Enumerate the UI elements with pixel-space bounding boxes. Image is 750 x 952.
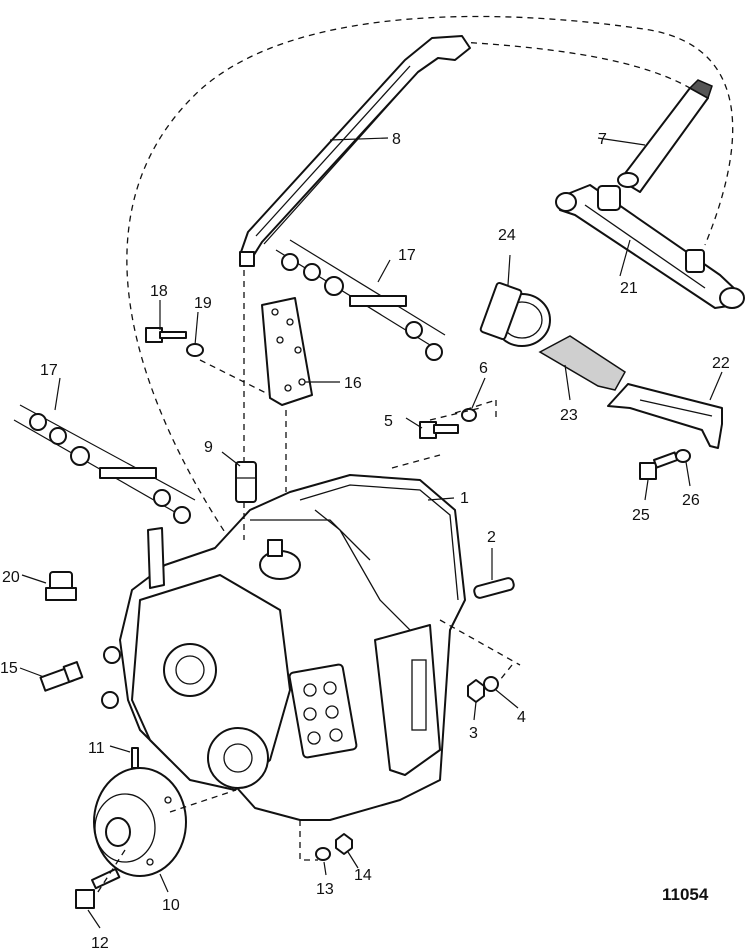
callout-16: 16 xyxy=(344,375,362,392)
nut-part-3 xyxy=(467,679,485,703)
washer-part-4 xyxy=(483,676,499,692)
nut-part-14 xyxy=(335,833,353,855)
assembly-dashed-lines xyxy=(95,270,521,896)
callout-5: 5 xyxy=(384,413,393,430)
callout-19: 19 xyxy=(194,295,212,312)
callout-23: 23 xyxy=(560,407,578,424)
washer-part-13 xyxy=(315,847,331,861)
plate-part-16 xyxy=(261,297,313,406)
hardware-stack-part-17-upper xyxy=(275,239,446,361)
callout-18: 18 xyxy=(150,283,168,300)
callout-7: 7 xyxy=(598,131,607,148)
callout-17-left: 17 xyxy=(40,362,58,379)
bolt-part-25 xyxy=(639,451,679,480)
callout-17-upper: 17 xyxy=(398,247,416,264)
bolt-part-12 xyxy=(75,868,121,909)
callout-2: 2 xyxy=(487,529,496,546)
callout-6: 6 xyxy=(479,360,488,377)
fitting-part-7 xyxy=(617,79,713,193)
sensor-part-15 xyxy=(39,661,84,692)
screw-part-11 xyxy=(131,747,139,769)
callout-26: 26 xyxy=(682,492,700,509)
hardware-stack-part-17-left xyxy=(13,404,196,524)
pad-part-23 xyxy=(538,335,626,391)
callout-11: 11 xyxy=(88,740,105,757)
callout-13: 13 xyxy=(316,881,334,898)
callout-9: 9 xyxy=(204,439,213,456)
fitting-part-9 xyxy=(235,461,257,503)
callout-15: 15 xyxy=(0,660,18,677)
hose-routing-dashed-path-2 xyxy=(459,41,691,89)
bolt-part-5 xyxy=(419,421,459,439)
bolt-part-18 xyxy=(145,327,187,343)
callout-12: 12 xyxy=(91,935,109,952)
clamp-part-24 xyxy=(479,281,551,347)
callout-21: 21 xyxy=(620,280,638,297)
hose-part-8 xyxy=(239,35,471,267)
washer-part-19 xyxy=(186,343,204,357)
callout-10: 10 xyxy=(162,897,180,914)
callout-14: 14 xyxy=(354,867,372,884)
hose-routing-dashed-path xyxy=(126,15,734,541)
callout-20: 20 xyxy=(2,569,20,586)
callout-24: 24 xyxy=(498,227,516,244)
washer-part-6 xyxy=(461,408,477,422)
bracket-part-22 xyxy=(607,383,723,449)
cooler-part-21 xyxy=(555,184,745,309)
coupler-part-10 xyxy=(93,767,187,877)
callout-4: 4 xyxy=(517,709,526,726)
sensor-part-20 xyxy=(45,571,77,601)
figure-number: 11054 xyxy=(662,885,709,904)
callout-8: 8 xyxy=(392,131,401,148)
callout-22: 22 xyxy=(712,355,730,372)
washer-part-26 xyxy=(675,449,691,463)
callout-25: 25 xyxy=(632,507,650,524)
callout-3: 3 xyxy=(469,725,478,742)
callout-1: 1 xyxy=(460,490,469,507)
transmission-housing-part-1 xyxy=(101,474,466,821)
leader-lines xyxy=(19,137,723,929)
pin-part-2 xyxy=(473,577,515,599)
